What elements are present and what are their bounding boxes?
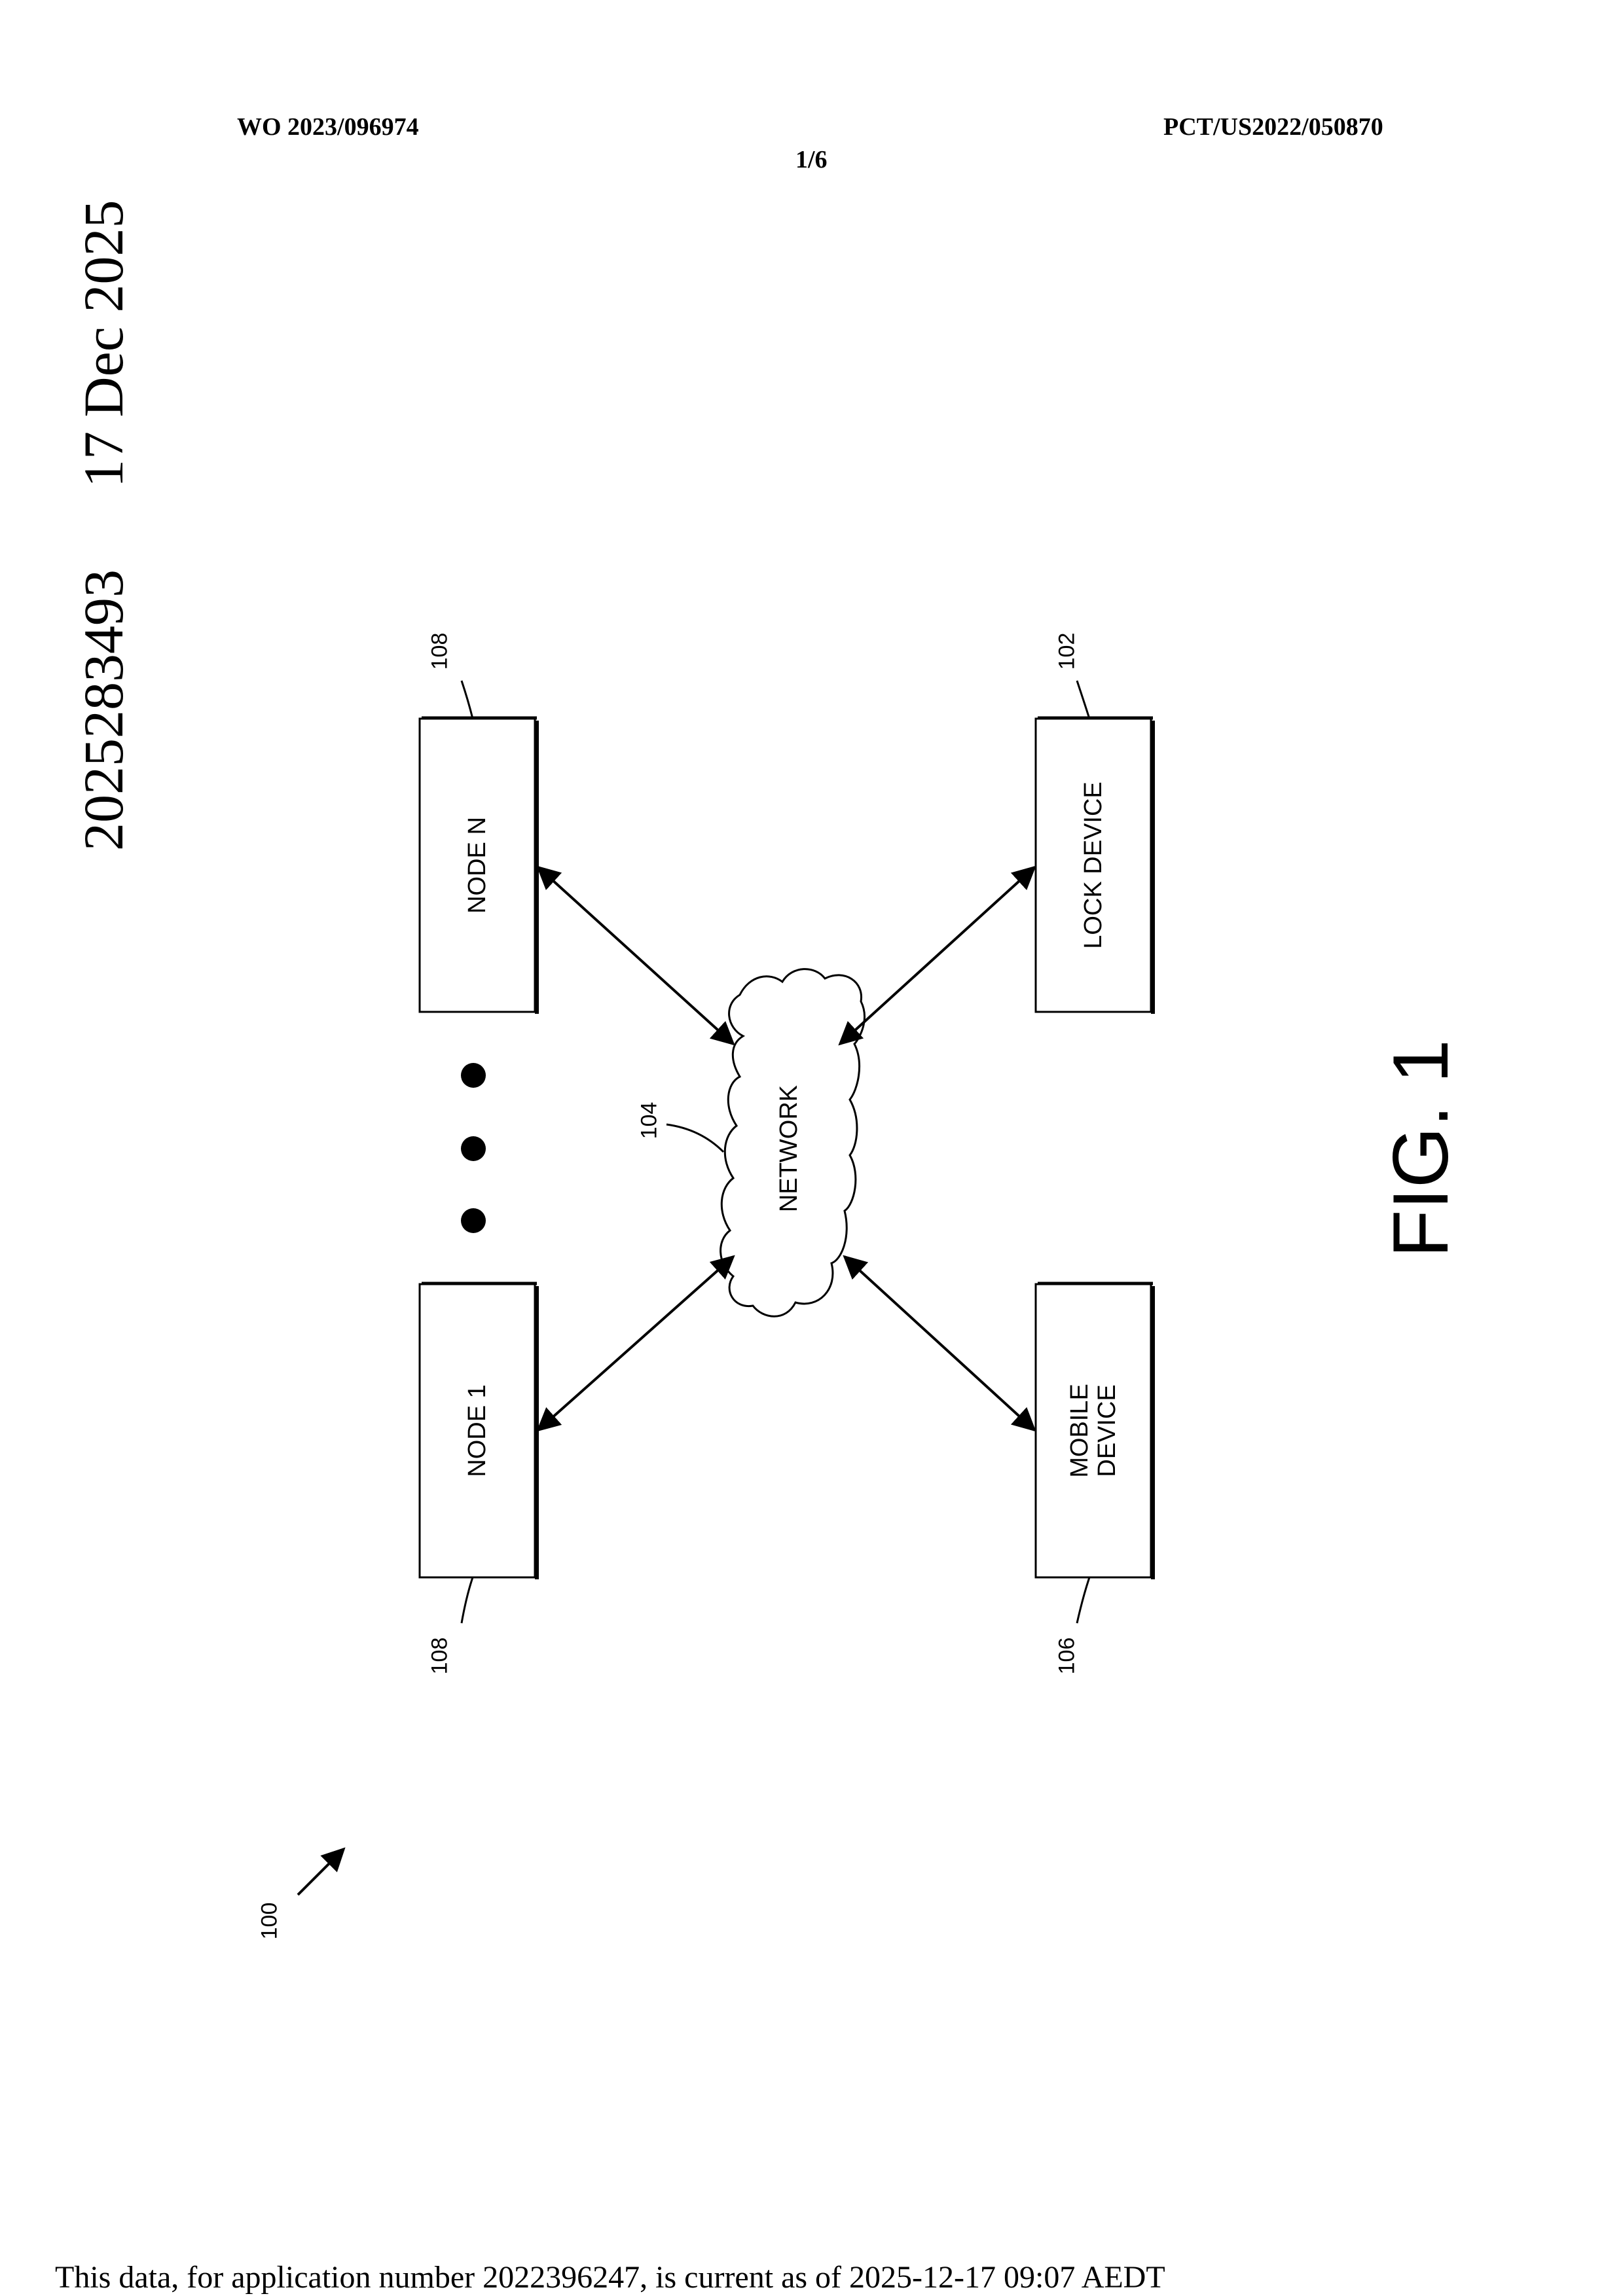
leader-108-top xyxy=(462,681,473,719)
ref-108-bottom: 108 xyxy=(428,1638,453,1675)
mobile-device-label: MOBILE DEVICE xyxy=(1066,1384,1121,1478)
ref-108-top: 108 xyxy=(428,633,453,670)
leader-108-bottom xyxy=(462,1577,473,1623)
system-arrow xyxy=(298,1849,344,1895)
arrow-mobile-network xyxy=(845,1257,1034,1430)
ref-104: 104 xyxy=(637,1102,663,1139)
node-n-label: NODE N xyxy=(464,817,491,914)
node-1-label: NODE 1 xyxy=(464,1384,491,1477)
ellipsis-dots xyxy=(461,1063,486,1233)
ref-106: 106 xyxy=(1055,1638,1080,1675)
leader-104 xyxy=(666,1124,723,1152)
figure-label: FIG. 1 xyxy=(1376,1039,1466,1257)
ref-100: 100 xyxy=(257,1903,283,1940)
leader-106 xyxy=(1077,1577,1089,1623)
ref-102: 102 xyxy=(1055,633,1080,670)
lock-device-label: LOCK DEVICE xyxy=(1080,781,1107,949)
arrow-node-1-network xyxy=(538,1257,733,1430)
arrow-node-n-network xyxy=(538,867,733,1044)
leader-102 xyxy=(1077,681,1089,719)
arrow-lock-network xyxy=(840,867,1034,1044)
network-label: NETWORK xyxy=(775,1085,803,1212)
footer-notice: This data, for application number 202239… xyxy=(55,2259,1165,2295)
